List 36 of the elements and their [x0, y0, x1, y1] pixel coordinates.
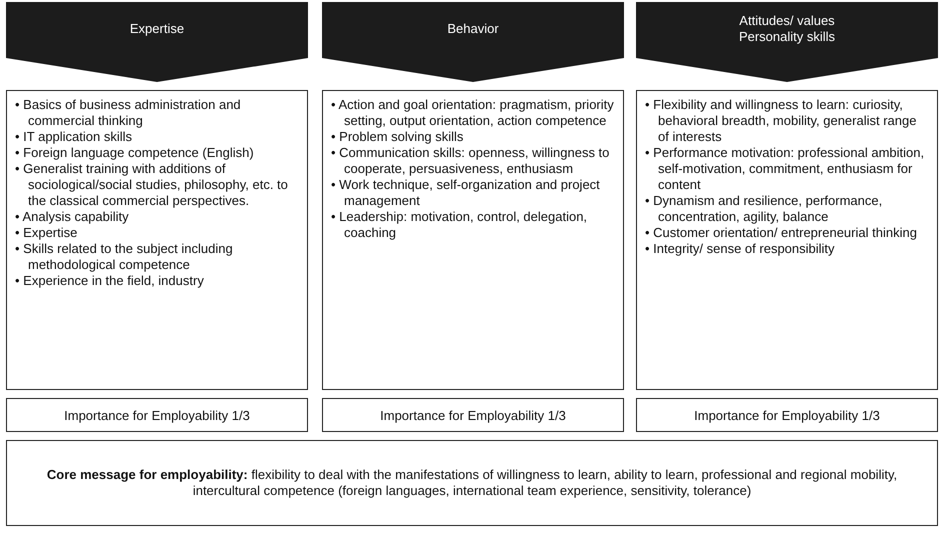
bullet-text: • Flexibility and willingness to learn: curiosity, behavioral breadth, mobility, generalist range of interests — [645, 97, 918, 145]
bullet-text: • Customer orientation/ entrepreneurial thinking — [645, 225, 918, 241]
list-box — [322, 90, 624, 390]
bullet-text: • Action and goal orientation: pragmatism, priority setting, output orientation, action competence — [331, 97, 615, 129]
bullet-text: • Problem solving skills — [331, 129, 464, 145]
bullet-text: • Integrity/ sense of responsibility — [645, 241, 836, 257]
chevron-header — [6, 2, 308, 82]
list-box — [6, 90, 308, 390]
message-text: Core message for employability: flexibility to deal with the manifestations of willingness to learn, ability to learn, professional and regional mobility, intercultural competence (foreign languages, international team experience, sensitivity, tolerance) — [46, 467, 898, 499]
message-box — [6, 440, 938, 526]
chevron-header — [636, 2, 938, 82]
bullet-text: • Foreign language competence (English) — [15, 145, 255, 161]
bullet-text: • Expertise — [15, 225, 78, 241]
importance-box — [6, 398, 308, 432]
chevron-header — [322, 2, 624, 82]
bullet-text: • Leadership: motivation, control, delegation, coaching — [331, 209, 588, 241]
bullet-text: • Skills related to the subject including methodological competence — [15, 241, 234, 273]
bullet-text: • Basics of business administration and commercial thinking — [15, 97, 242, 129]
bullet-text: • IT application skills — [15, 129, 134, 145]
list-box — [636, 90, 938, 390]
header-text: Personality skills — [738, 29, 836, 45]
importance-box — [636, 398, 938, 432]
bullet-text: • Experience in the field, industry — [15, 273, 205, 289]
header-text: Attitudes/ values — [739, 13, 835, 29]
bullet-text: • Dynamism and resilience, performance, concentration, agility, balance — [645, 193, 884, 225]
importance-text: Importance for Employability 1/3 — [64, 408, 250, 422]
bullet-text: • Analysis capability — [15, 209, 130, 225]
importance-text: Importance for Employability 1/3 — [380, 408, 566, 422]
importance-box — [322, 398, 624, 432]
header-text: Behavior — [447, 21, 499, 37]
bullet-text: • Communication skills: openness, willingness to cooperate, persuasiveness, enthusiasm — [331, 145, 610, 177]
importance-text: Importance for Employability 1/3 — [694, 408, 880, 422]
bullet-text: • Work technique, self-organization and project management — [331, 177, 601, 209]
header-text: Expertise — [130, 21, 184, 37]
bullet-text: • Performance motivation: professional ambition, self-motivation, commitment, enthusiasm for content — [645, 145, 926, 193]
bullet-text: • Generalist training with additions of sociological/social studies, philosophy, etc. to the classical commercial perspectives. — [15, 161, 289, 209]
